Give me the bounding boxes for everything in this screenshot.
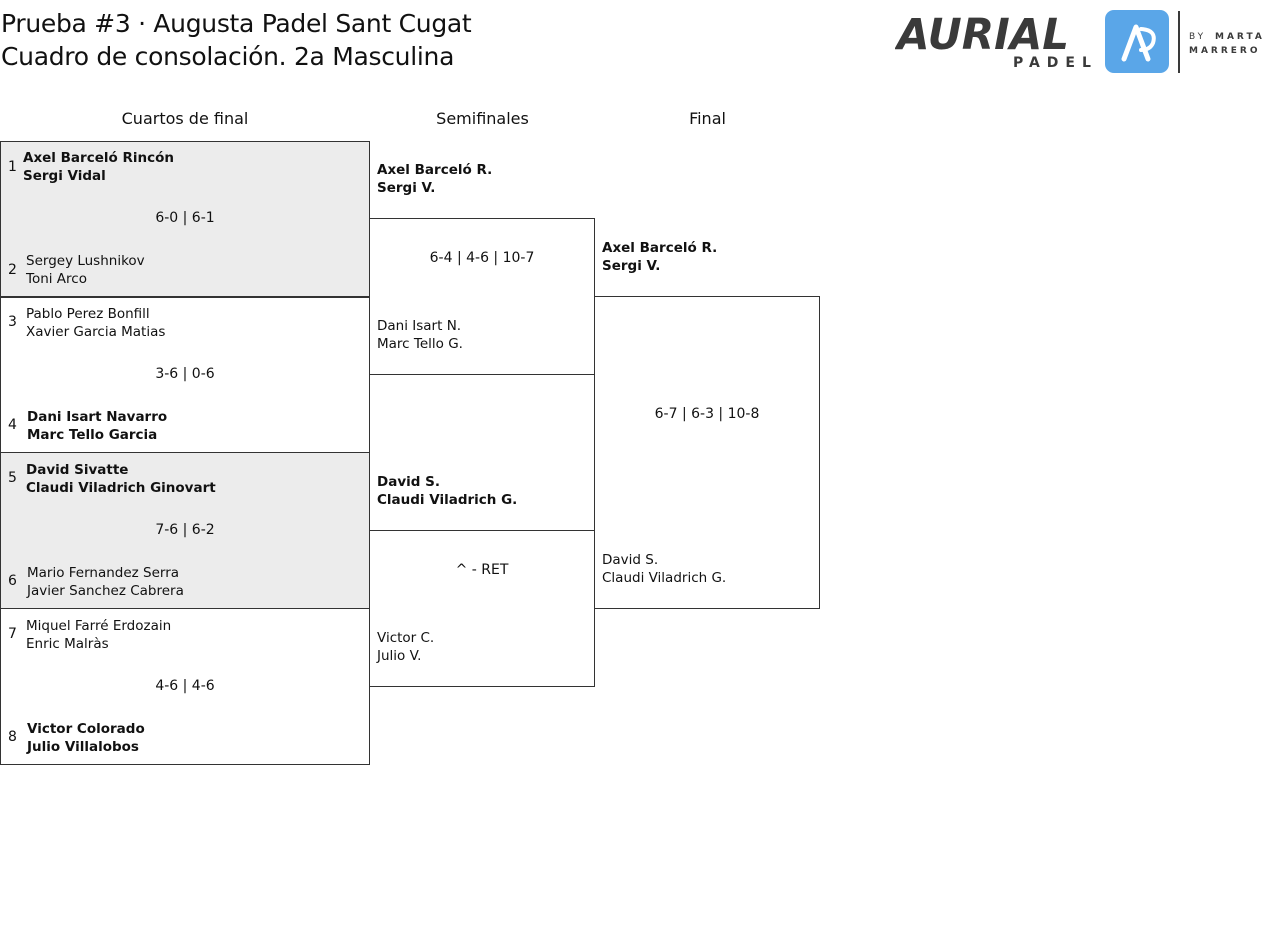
player-name: Claudi Viladrich Ginovart [26, 480, 216, 496]
qf-match-4: 7 Miquel Farré Erdozain Enric Malràs 4-6… [0, 608, 370, 765]
player-name: Marc Tello Garcia [27, 427, 158, 443]
player-name: Claudi Viladrich G. [377, 492, 518, 508]
match-score: 6-0 | 6-1 [155, 210, 215, 226]
match-score: 4-6 | 4-6 [155, 678, 215, 694]
tournament-title: Prueba #3 · Augusta Padel Sant Cugat [1, 9, 472, 38]
seed-number: 3 [8, 314, 17, 330]
sf1-loser-pair: Dani Isart N. Marc Tello G. [377, 317, 463, 353]
player-name: Axel Barceló R. [377, 162, 493, 178]
player-name: Miquel Farré Erdozain [26, 618, 172, 634]
seed-number: 7 [8, 626, 17, 642]
pair-winner: Dani Isart Navarro Marc Tello Garcia [27, 408, 167, 444]
sf1-winner-pair: Axel Barceló R. Sergi V. [377, 161, 492, 197]
qf-match-3: 5 David Sivatte Claudi Viladrich Ginovar… [0, 452, 370, 609]
round-header-semifinals: Semifinales [436, 109, 529, 128]
final-loser-pair: David S. Claudi Viladrich G. [602, 551, 726, 587]
seed-number: 4 [8, 417, 17, 433]
player-name: Victor Colorado [27, 721, 145, 737]
logo-author-first: MARTA [1215, 32, 1265, 42]
player-name: David S. [602, 552, 659, 568]
player-name: Toni Arco [26, 271, 87, 287]
sf2-loser-pair: Victor C. Julio V. [377, 629, 434, 665]
logo-badge [1105, 10, 1169, 73]
player-name: Javier Sanchez Cabrera [27, 583, 184, 599]
pair-loser: Mario Fernandez Serra Javier Sanchez Cab… [27, 564, 184, 600]
qf-match-2: 3 Pablo Perez Bonfill Xavier Garcia Mati… [0, 296, 370, 453]
player-name: Enric Malràs [26, 636, 109, 652]
player-name: Sergi V. [602, 258, 661, 274]
logo-by: BY [1189, 32, 1206, 42]
round-header-final: Final [689, 109, 726, 128]
pair-loser: Miquel Farré Erdozain Enric Malràs [26, 617, 171, 653]
seed-number: 2 [8, 262, 17, 278]
player-name: Xavier Garcia Matias [26, 324, 166, 340]
player-name: Sergi V. [377, 180, 436, 196]
sf-match-1: 6-4 | 4-6 | 10-7 Dani Isart N. Marc Tell… [369, 218, 595, 375]
pair-winner: Axel Barceló Rincón Sergi Vidal [23, 149, 174, 185]
match-score: 6-4 | 4-6 | 10-7 [429, 250, 535, 266]
player-name: Pablo Perez Bonfill [26, 306, 150, 322]
player-name: Sergi Vidal [23, 168, 106, 184]
player-name: Claudi Viladrich G. [602, 570, 727, 586]
logo-author-last: MARRERO [1189, 46, 1261, 56]
final-match: 6-7 | 6-3 | 10-8 David S. Claudi Viladri… [594, 296, 820, 609]
match-score: 7-6 | 6-2 [155, 522, 215, 538]
draw-title: Cuadro de consolación. 2a Masculina [1, 42, 455, 71]
logo-brand: AURIAL [895, 10, 1069, 60]
sf2-winner-pair: David S. Claudi Viladrich G. [377, 473, 517, 509]
logo-sub: PADEL [1013, 55, 1098, 71]
player-name: Dani Isart Navarro [27, 409, 168, 425]
final-winner-pair: Axel Barceló R. Sergi V. [602, 239, 717, 275]
seed-number: 6 [8, 573, 17, 589]
pair-winner: David Sivatte Claudi Viladrich Ginovart [26, 461, 216, 497]
match-score: 6-7 | 6-3 | 10-8 [654, 406, 760, 422]
player-name: Axel Barceló Rincón [23, 150, 174, 166]
title-block: Prueba #3 · Augusta Padel Sant Cugat Cua… [1, 7, 472, 73]
player-name: David S. [377, 474, 440, 490]
player-name: Axel Barceló R. [602, 240, 718, 256]
player-name: Mario Fernandez Serra [27, 565, 180, 581]
pair-loser: Pablo Perez Bonfill Xavier Garcia Matias [26, 305, 165, 341]
player-name: Julio V. [377, 648, 422, 664]
player-name: Marc Tello G. [377, 336, 463, 352]
sf-match-2: ^ - RET Victor C. Julio V. [369, 530, 595, 687]
pair-loser: Sergey Lushnikov Toni Arco [26, 252, 145, 288]
pair-winner: Victor Colorado Julio Villalobos [27, 720, 145, 756]
player-name: Dani Isart N. [377, 318, 462, 334]
aurial-padel-logo: AURIAL PADEL BY MARTA MARRERO [894, 9, 1273, 75]
seed-number: 5 [8, 470, 17, 486]
player-name: David Sivatte [26, 462, 129, 478]
logo-badge-mark-curve [1139, 27, 1156, 52]
qf-match-1: 1 Axel Barceló Rincón Sergi Vidal 6-0 | … [0, 141, 370, 298]
match-score: ^ - RET [455, 562, 509, 578]
match-score: 3-6 | 0-6 [155, 366, 215, 382]
round-header-quarterfinals: Cuartos de final [121, 109, 249, 128]
seed-number: 1 [8, 159, 17, 175]
player-name: Julio Villalobos [27, 739, 139, 755]
player-name: Sergey Lushnikov [26, 253, 145, 269]
seed-number: 8 [8, 729, 17, 745]
player-name: Victor C. [377, 630, 435, 646]
